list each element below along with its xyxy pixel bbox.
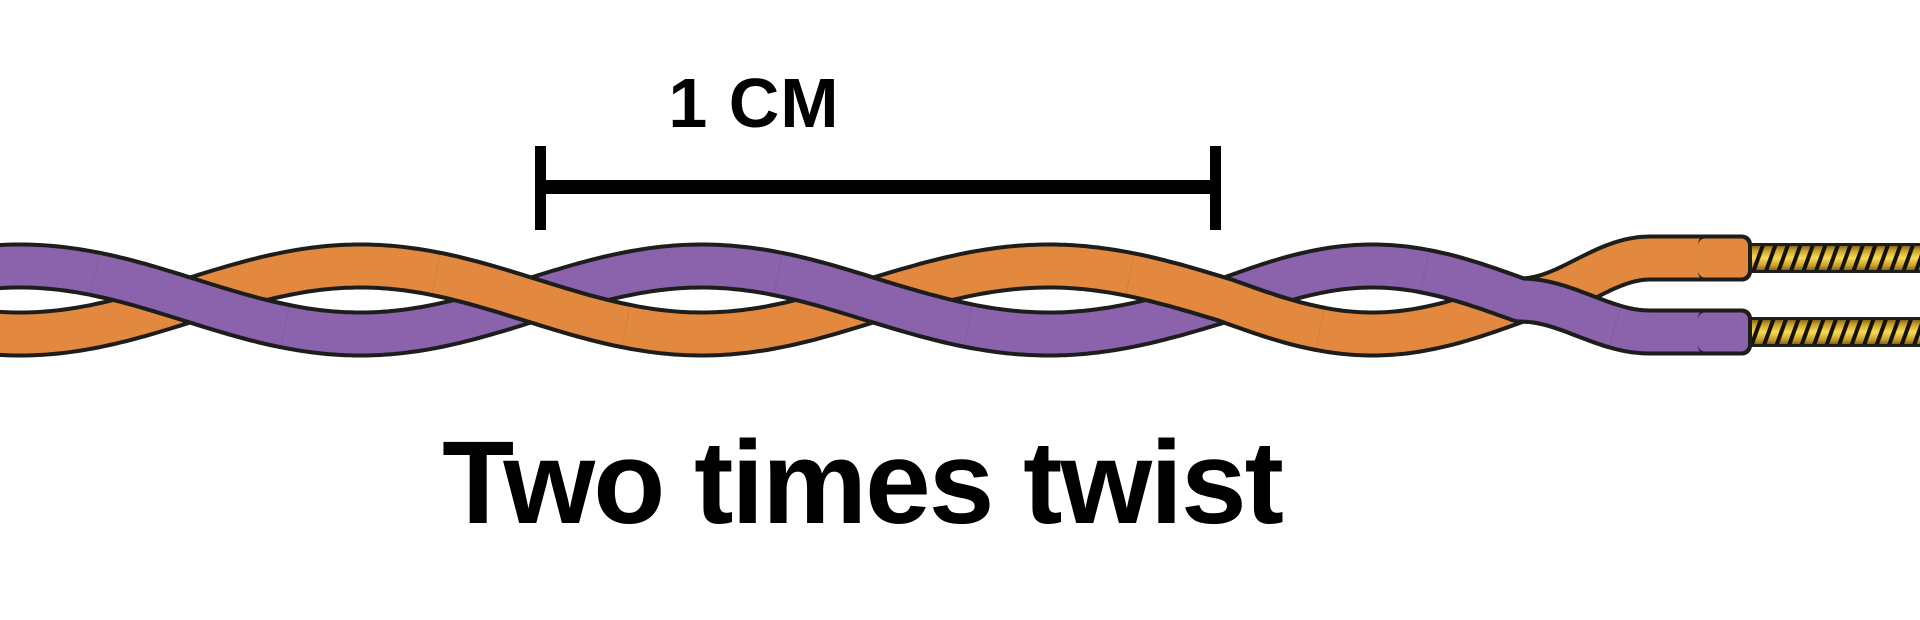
crossing-2-over-orange-fill (421, 254, 641, 346)
caption: Two times twist (442, 417, 1284, 549)
scale-label: 1 CM (668, 64, 840, 142)
crossing-1-over-purple-fill (80, 254, 300, 346)
bare-conductors (1742, 243, 1920, 347)
orange-wire-tip (1698, 234, 1752, 282)
crossing-4-over-orange-fill (1115, 255, 1335, 348)
bare-conductor-bottom (1742, 317, 1920, 347)
insulation-tips (1698, 234, 1752, 356)
crossing-5-over-purple-fill (1410, 252, 1630, 346)
scale-bar (535, 146, 1221, 230)
scale-bar-line (540, 180, 1218, 194)
purple-wire-tip (1698, 308, 1752, 356)
scale-bar-right-tick (1210, 146, 1221, 230)
twisted-wires (0, 234, 1759, 358)
crossing-3-over-purple-fill (763, 254, 983, 345)
bare-conductor-top (1742, 243, 1920, 273)
